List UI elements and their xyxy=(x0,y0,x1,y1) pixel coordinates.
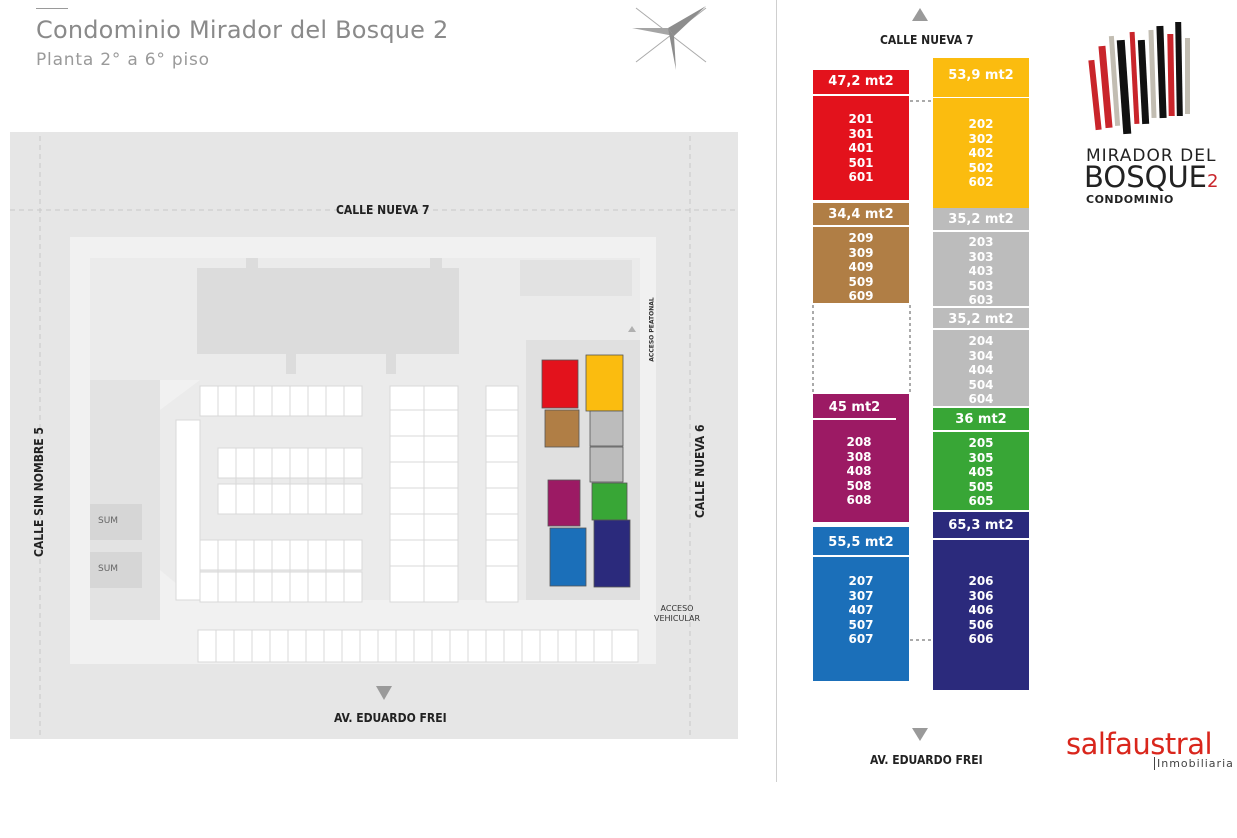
unit-numbers: 204 304 404 504 604 xyxy=(968,334,994,407)
site-street-bottom-label: AV. EDUARDO FREI xyxy=(334,711,447,725)
unit-numbers: 207 307 407 507 607 xyxy=(848,574,874,647)
unit-202 xyxy=(933,58,1029,208)
unit-area-label: 47,2 mt2 xyxy=(813,70,909,96)
floor-street-bottom-label: AV. EDUARDO FREI xyxy=(870,753,983,767)
logo-line1: MIRADOR DEL xyxy=(1086,146,1217,166)
brand-name: salfaustral xyxy=(1066,727,1213,761)
unit-area-label: 65,3 mt2 xyxy=(933,514,1029,540)
header-rule xyxy=(36,8,68,9)
sum-label-1: SUM xyxy=(98,516,119,526)
acceso-vehicular-label: ACCESO VEHICULAR xyxy=(654,604,700,624)
unit-numbers: 203 303 403 503 603 xyxy=(968,235,994,308)
page-subtitle: Planta 2° a 6° piso xyxy=(36,50,210,70)
logo-bars-icon xyxy=(1088,21,1190,135)
unit-numbers: 205 305 405 505 605 xyxy=(968,436,994,509)
floor-plan-connectors xyxy=(812,100,934,641)
unit-area-label: 36 mt2 xyxy=(933,408,1029,432)
sum-label-2: SUM xyxy=(98,564,119,574)
compass-icon xyxy=(632,6,707,70)
unit-209 xyxy=(813,203,909,303)
logo-line3: CONDOMINIO xyxy=(1086,193,1174,206)
floor-street-top-label: CALLE NUEVA 7 xyxy=(880,33,974,47)
unit-numbers: 206 306 406 506 606 xyxy=(968,574,994,647)
unit-numbers: 202 302 402 502 602 xyxy=(968,117,994,190)
acceso-peatonal-label: ACCESO PEATONAL xyxy=(648,297,656,362)
page-title: Condominio Mirador del Bosque 2 xyxy=(36,16,449,44)
acceso-vehicular-line1: ACCESO xyxy=(660,604,694,613)
site-street-left-label: CALLE SIN NOMBRE 5 xyxy=(32,427,46,557)
unit-206 xyxy=(933,512,1029,690)
unit-204 xyxy=(933,308,1029,406)
site-street-top-label: CALLE NUEVA 7 xyxy=(336,203,430,217)
unit-207 xyxy=(813,527,909,681)
logo-suffix: 2 xyxy=(1207,171,1219,192)
panel-divider xyxy=(776,0,777,782)
unit-numbers: 201 301 401 501 601 xyxy=(848,112,874,185)
unit-205 xyxy=(933,408,1029,510)
site-plan xyxy=(10,132,738,739)
unit-208 xyxy=(813,394,909,522)
unit-numbers: 208 308 408 508 608 xyxy=(846,435,872,508)
site-street-right-label: CALLE NUEVA 6 xyxy=(693,424,707,518)
logo-line2: BOSQUE xyxy=(1084,160,1207,194)
unit-area-label: 53,9 mt2 xyxy=(933,64,1029,98)
arrow-down-icon xyxy=(912,728,928,741)
unit-area-label: 55,5 mt2 xyxy=(813,531,909,557)
brand-tagline: Inmobiliaria xyxy=(1154,757,1234,770)
unit-203 xyxy=(933,208,1029,306)
unit-area-label: 35,2 mt2 xyxy=(933,308,1029,330)
unit-201 xyxy=(813,70,909,200)
unit-area-label: 34,4 mt2 xyxy=(813,203,909,227)
logo-line2-group: BOSQUE2 xyxy=(1084,160,1218,194)
unit-numbers: 209 309 409 509 609 xyxy=(848,231,874,304)
arrow-up-icon xyxy=(912,8,928,21)
acceso-vehicular-line2: VEHICULAR xyxy=(654,614,701,623)
unit-area-label: 35,2 mt2 xyxy=(933,208,1029,232)
unit-area-label: 45 mt2 xyxy=(813,396,896,420)
